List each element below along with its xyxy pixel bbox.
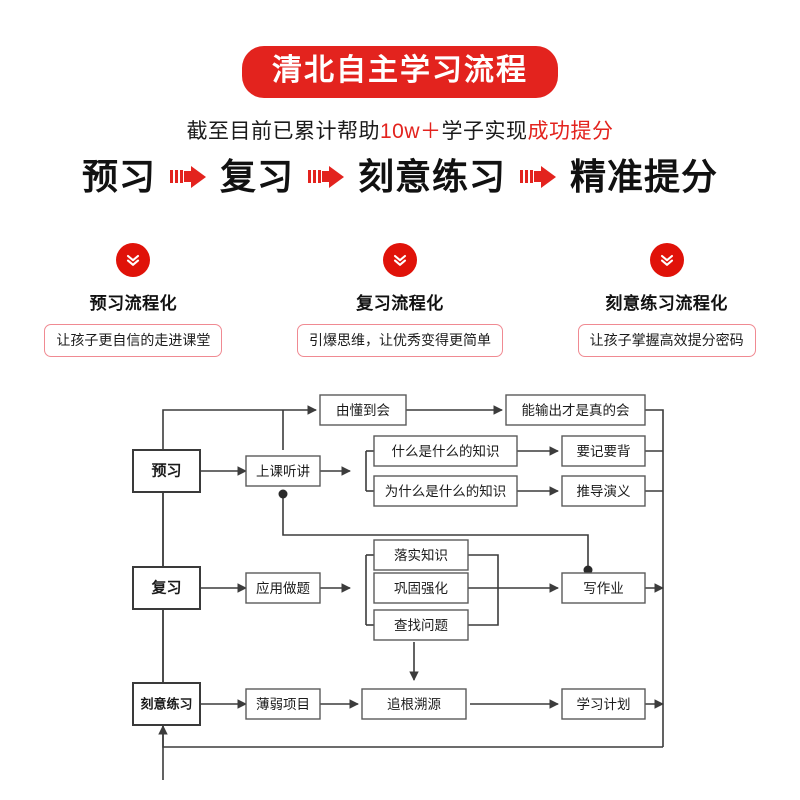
red-block-arrow-right-icon [520, 162, 557, 192]
node-shangketingjiang[interactable]: 上课听讲 [245, 455, 321, 487]
node-gongguqianghua[interactable]: 巩固强化 [373, 572, 469, 604]
big-flow-row: 预习 复习 刻意练习 精准提分 [0, 155, 800, 197]
flow-junction-dots [278, 489, 593, 575]
node-label: 要记要背 [577, 444, 631, 459]
feature-pill-1: 让孩子更自信的走进课堂 [44, 324, 223, 357]
node-label: 由懂到会 [336, 403, 390, 418]
junction-dot [278, 489, 288, 499]
subtitle-plus: ＋ [420, 119, 442, 143]
subtitle-middle: 学子实现 [441, 119, 528, 143]
subtitle-count: 10w [379, 119, 421, 143]
node-label: 推导演义 [577, 484, 631, 499]
page-title: 清北自主学习流程 [242, 46, 558, 98]
node-weishenmeshishenme[interactable]: 为什么是什么的知识 [373, 475, 518, 507]
node-keyilianxi[interactable]: 刻意练习 [132, 682, 201, 726]
flow-connectors [158, 405, 664, 780]
node-chazhaowenti[interactable]: 查找问题 [373, 609, 469, 641]
node-label: 应用做题 [256, 580, 310, 596]
feature-title-1: 预习流程化 [89, 294, 178, 313]
big-flow-step-4: 精准提分 [570, 155, 719, 197]
node-label: 写作业 [583, 581, 624, 596]
feature-pill-3: 让孩子掌握高效提分密码 [577, 324, 756, 357]
node-xiezuoye[interactable]: 写作业 [561, 572, 646, 604]
double-chevron-down-icon [383, 243, 417, 277]
node-label: 学习计划 [577, 697, 631, 712]
node-label: 上课听讲 [256, 464, 310, 479]
node-label: 为什么是什么的知识 [385, 483, 507, 499]
node-label: 刻意练习 [140, 697, 192, 712]
node-label: 复习 [150, 579, 181, 597]
feature-pill-2: 引爆思维，让优秀变得更简单 [297, 324, 503, 357]
node-label: 预习 [151, 463, 181, 480]
flow-main-nodes: 预习 复习 刻意练习 [132, 449, 201, 726]
subtitle-prefix: 截至目前已累计帮助 [186, 119, 380, 143]
learning-process-flowchart: 预习 复习 刻意练习 上课听讲 应用做题 薄弱项目 由懂到会 [132, 394, 664, 780]
junction-dot [583, 565, 593, 575]
node-label: 薄弱项目 [256, 697, 310, 712]
node-nengshuchu[interactable]: 能输出才是真的会 [505, 394, 646, 426]
node-label: 什么是什么的知识 [392, 443, 500, 459]
node-luoshizhishi[interactable]: 落实知识 [373, 539, 469, 571]
double-chevron-down-icon [649, 243, 684, 277]
flow-sub-nodes: 上课听讲 应用做题 薄弱项目 由懂到会 能输出才是真的会 什么是什么的知识 为什… [245, 394, 646, 720]
red-block-arrow-right-icon [169, 162, 206, 192]
node-yaojiyaobei[interactable]: 要记要背 [561, 435, 646, 467]
big-flow-step-1: 预习 [81, 155, 156, 197]
node-label: 落实知识 [394, 547, 448, 563]
header-banner-area: 清北自主学习流程 [0, 0, 800, 98]
node-fuxi[interactable]: 复习 [132, 566, 201, 610]
subtitle-line: 截至目前已累计帮助10w＋学子实现成功提分 [0, 115, 800, 145]
feature-column-3: 刻意练习流程化 让孩子掌握高效提分密码 [533, 243, 800, 357]
feature-title-3: 刻意练习流程化 [605, 294, 728, 313]
feature-column-1: 预习流程化 让孩子更自信的走进课堂 [0, 243, 267, 357]
node-xuexijihua[interactable]: 学习计划 [561, 688, 646, 720]
node-zhuigensuyuan[interactable]: 追根溯源 [361, 688, 467, 720]
node-youdongdaohui[interactable]: 由懂到会 [319, 394, 407, 426]
node-tuidaoyanyi[interactable]: 推导演义 [561, 475, 646, 507]
node-label: 巩固强化 [394, 581, 448, 596]
node-label: 追根溯源 [387, 697, 441, 712]
feature-title-2: 复习流程化 [356, 294, 444, 313]
node-label: 查找问题 [394, 618, 448, 633]
node-yuxi[interactable]: 预习 [132, 449, 201, 493]
subtitle-highlight: 成功提分 [527, 119, 614, 143]
feature-columns: 预习流程化 让孩子更自信的走进课堂 复习流程化 引爆思维，让优秀变得更简单 刻意… [0, 243, 800, 357]
double-chevron-down-icon [116, 243, 151, 277]
node-baoruoxiangmu[interactable]: 薄弱项目 [245, 688, 321, 720]
feature-column-2: 复习流程化 引爆思维，让优秀变得更简单 [267, 243, 534, 357]
node-label: 能输出才是真的会 [522, 403, 630, 418]
red-block-arrow-right-icon [308, 162, 344, 192]
node-shenmeshishenme[interactable]: 什么是什么的知识 [373, 435, 518, 467]
node-yingyongzuoti[interactable]: 应用做题 [245, 572, 321, 604]
big-flow-step-3: 刻意练习 [358, 155, 507, 197]
big-flow-step-2: 复习 [219, 155, 294, 197]
